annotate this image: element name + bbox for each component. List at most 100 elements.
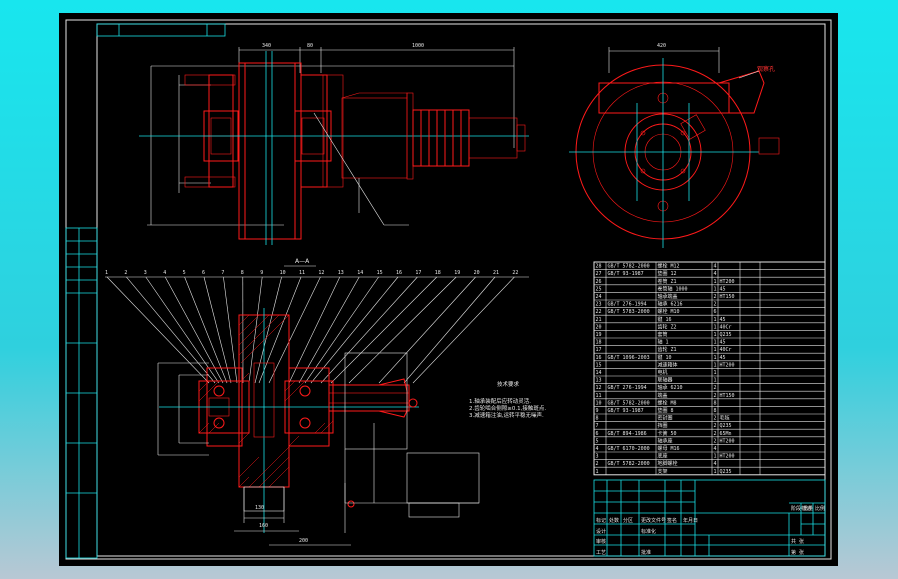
title-block-cell: 审核 — [596, 538, 606, 545]
parts-cell: 6 — [596, 431, 599, 437]
balloon-number: 22 — [512, 270, 518, 276]
parts-cell: 1 — [714, 347, 717, 353]
title-block-cell: 共 张 — [791, 538, 804, 545]
parts-cell: 密封圈 — [658, 415, 673, 422]
parts-cell: 螺栓 M8 — [658, 399, 677, 406]
parts-cell: GB/T 276-1994 — [608, 385, 647, 391]
parts-cell: 套筒 — [658, 331, 668, 338]
title-block-cell: 批准 — [641, 549, 651, 556]
parts-cell: 1 — [714, 355, 717, 361]
parts-cell: 1 — [714, 454, 717, 460]
parts-cell: HT200 — [720, 438, 735, 444]
balloon-number: 20 — [474, 270, 480, 276]
parts-cell: 45 — [720, 317, 726, 323]
parts-cell: 卷筒 Z1 — [658, 278, 677, 285]
parts-cell: 22 — [596, 309, 602, 315]
parts-cell: Q235 — [720, 332, 732, 338]
parts-cell: 挡圈 — [658, 422, 668, 429]
balloon-number: 1 — [105, 270, 108, 276]
parts-cell: 电机 — [658, 369, 668, 376]
tech-req-title: 技术要求 — [497, 380, 520, 388]
balloon-leader — [106, 276, 210, 384]
parts-cell: 27 — [596, 271, 602, 277]
parts-cell: 螺母 M16 — [658, 445, 680, 452]
parts-cell: 轴承 6216 — [658, 301, 683, 308]
parts-cell: 轴承 6210 — [658, 384, 683, 391]
tech-req-line-1: 1.轴承装配后应转动灵活. — [469, 397, 531, 405]
parts-cell: 19 — [596, 332, 602, 338]
tech-req-line-3: 3.减速箱注油,运转平稳无噪声. — [469, 411, 544, 419]
balloon-leader — [304, 276, 379, 384]
parts-cell: 28 — [596, 264, 602, 270]
top-dim-3: 1000 — [412, 43, 424, 49]
title-block-cell: 标记 — [596, 517, 606, 524]
balloon-leader — [348, 276, 457, 384]
parts-cell: 垫圈 12 — [658, 270, 677, 277]
balloon-leader — [203, 276, 232, 384]
title-block-cell: 更改文件号 — [641, 517, 666, 524]
tech-req-line-2: 2.齿轮啮合侧隙≥0.1,接触斑点. — [469, 404, 546, 412]
parts-cell: HT150 — [720, 294, 735, 300]
balloon-leader — [126, 276, 216, 384]
balloon-leader — [310, 276, 399, 384]
parts-cell: HT150 — [720, 393, 735, 399]
parts-cell: 8 — [714, 400, 717, 406]
parts-cell: 10 — [596, 400, 602, 406]
parts-cell: 23 — [596, 302, 602, 308]
parts-cell: 16 — [596, 355, 602, 361]
parts-cell: 6 — [714, 309, 717, 315]
balloon-leader — [412, 276, 515, 384]
balloon-leader — [403, 276, 496, 384]
title-block-cell: 比例 — [815, 505, 825, 512]
balloon-number: 10 — [280, 270, 286, 276]
parts-cell: 螺栓 M10 — [658, 308, 680, 315]
balloon-leader — [378, 276, 476, 384]
parts-cell: 联轴器 — [658, 377, 673, 384]
parts-cell: 4 — [714, 271, 717, 277]
parts-cell: 轴承座 — [658, 437, 673, 444]
title-block-cell: 分区 — [623, 517, 633, 524]
parts-cell: 13 — [596, 378, 602, 384]
drawing-sheet: 340 80 1000 — [59, 13, 838, 566]
parts-cell: 8 — [714, 408, 717, 414]
parts-cell: GB/T 5783-2000 — [608, 309, 650, 315]
title-block: 标记处数分区更改文件号签名年月日设计标准化审核工艺批准阶段标记重量比例共 张第 … — [593, 479, 826, 557]
parts-cell: 1 — [714, 279, 717, 285]
parts-cell: 2 — [714, 423, 717, 429]
balloon-leader — [223, 276, 238, 384]
parts-cell: 1 — [714, 378, 717, 384]
parts-cell: 2 — [714, 438, 717, 444]
parts-cell: 40Cr — [720, 347, 732, 353]
parts-cell: 2 — [714, 416, 717, 422]
parts-cell: 轴承端盖 — [658, 293, 678, 300]
title-block-cell: 年月日 — [683, 517, 698, 524]
parts-cell: 4 — [714, 461, 717, 467]
balloon-number: 2 — [124, 270, 127, 276]
parts-cell: 4 — [596, 446, 599, 452]
balloon-leader — [254, 276, 282, 384]
parts-cell: 17 — [596, 347, 602, 353]
bottom-dim-3: 200 — [299, 538, 308, 544]
parts-cell: 1 — [714, 332, 717, 338]
parts-cell: 12 — [596, 385, 602, 391]
balloon-leader — [258, 276, 302, 384]
parts-cell: 卷筒轴 1000 — [658, 285, 688, 292]
title-block-cell: 标准化 — [641, 528, 656, 535]
parts-cell: 螺栓 M12 — [658, 263, 680, 270]
balloon-number: 18 — [435, 270, 441, 276]
top-dim-1: 340 — [262, 43, 271, 49]
parts-cell: 2 — [714, 393, 717, 399]
balloon-number: 17 — [415, 270, 421, 276]
side-view-callout: 观察孔 — [757, 65, 775, 73]
parts-cell: 7 — [596, 423, 599, 429]
title-block-cell: 重量 — [803, 505, 813, 512]
parts-cell: GB/T 1096-2003 — [608, 355, 650, 361]
parts-cell: GB/T 5782-2000 — [608, 400, 650, 406]
title-block-cell: 签名 — [667, 517, 677, 524]
parts-cell: 20 — [596, 324, 602, 330]
parts-cell: 21 — [596, 317, 602, 323]
parts-cell: 1 — [714, 340, 717, 346]
